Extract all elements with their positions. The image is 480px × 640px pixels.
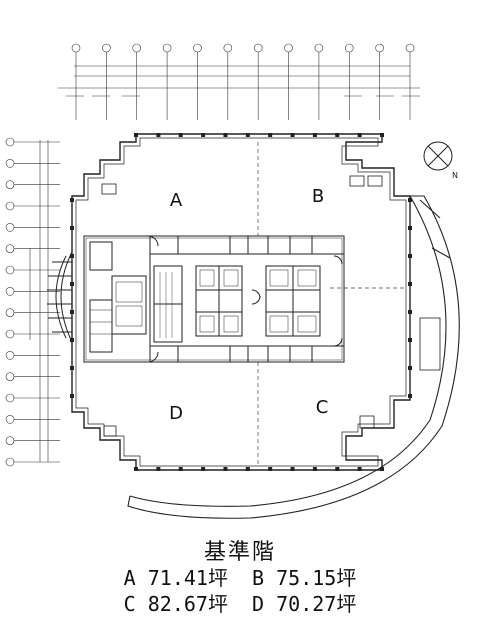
grid-bubble: [253, 43, 263, 53]
column-mark: [70, 282, 74, 286]
grid-bubble: [223, 43, 233, 53]
column-mark: [268, 467, 273, 471]
north-label: N: [452, 171, 458, 180]
grid-bubble: [162, 43, 172, 53]
column-mark: [290, 133, 295, 137]
column-mark: [357, 133, 362, 137]
area-row-cd: C 82.67坪 D 70.27坪: [123, 592, 357, 616]
column-mark: [380, 467, 384, 471]
north-arrow: N: [423, 141, 458, 180]
column-mark: [245, 133, 250, 137]
grid-bubble: [5, 372, 15, 381]
grid-bubble: [5, 329, 15, 339]
column-mark: [408, 254, 412, 258]
column-mark: [290, 467, 295, 471]
curved-balcony: [127, 195, 460, 519]
corner-shafts: [101, 175, 383, 437]
area-row-ab: A 71.41坪 B 75.15坪: [123, 566, 357, 590]
grid-bubble: [5, 351, 15, 360]
column-mark: [201, 133, 206, 137]
unit-label-d: D: [169, 403, 183, 424]
column-mark: [70, 394, 74, 398]
column-mark: [408, 198, 412, 202]
grid-bubble: [5, 137, 15, 147]
grid-bubble: [102, 43, 111, 53]
grid-bubble: [71, 43, 81, 53]
grid-bubble: [5, 244, 15, 253]
grid-bubble: [5, 287, 15, 296]
column-mark: [245, 467, 250, 471]
column-mark: [312, 467, 317, 471]
entrance-canopy: [47, 251, 73, 343]
grid-bubble: [5, 265, 15, 275]
left-grid-axes: [5, 137, 60, 467]
column-mark: [357, 467, 362, 471]
column-mark: [335, 467, 340, 471]
grid-bubble: [5, 223, 15, 232]
column-mark: [408, 226, 412, 230]
column-mark: [134, 467, 138, 471]
left-dimension-lines: [29, 140, 49, 462]
column-mark: [201, 467, 206, 471]
column-mark: [380, 133, 384, 137]
grid-bubble: [193, 43, 202, 53]
column-mark: [70, 338, 74, 342]
floor-plan-drawing: N A B C D: [5, 43, 460, 519]
tenant-division-lines: [257, 142, 406, 466]
column-mark: [268, 133, 273, 137]
grid-bubble: [405, 43, 415, 53]
grid-bubble: [5, 201, 15, 211]
grid-bubble: [284, 43, 293, 53]
column-mark: [70, 366, 74, 370]
column-mark: [70, 254, 74, 258]
grid-bubble: [5, 415, 15, 424]
top-dimension-lines: [58, 65, 420, 97]
grid-bubble: [5, 308, 15, 317]
column-mark: [335, 133, 340, 137]
unit-label-a: A: [170, 190, 183, 211]
grid-bubble: [344, 43, 354, 53]
floor-title: 基準階: [203, 540, 276, 565]
column-mark: [70, 198, 74, 202]
column-mark: [70, 310, 74, 314]
grid-bubble: [375, 43, 384, 53]
central-core: [83, 235, 345, 363]
grid-bubble: [5, 436, 15, 445]
unit-label-b: B: [312, 186, 324, 207]
column-mark: [178, 133, 183, 137]
column-mark: [312, 133, 317, 137]
perimeter-columns: [70, 133, 412, 471]
column-mark: [408, 366, 412, 370]
column-mark: [408, 394, 412, 398]
column-mark: [156, 133, 161, 137]
grid-bubble: [5, 159, 15, 168]
grid-bubble: [5, 393, 15, 403]
column-mark: [223, 467, 228, 471]
grid-bubble: [5, 457, 15, 467]
grid-bubble: [5, 180, 15, 189]
grid-bubble: [314, 43, 324, 53]
column-mark: [223, 133, 228, 137]
column-mark: [178, 467, 183, 471]
column-mark: [408, 282, 412, 286]
column-mark: [134, 133, 138, 137]
column-mark: [156, 467, 161, 471]
top-grid-axes: [71, 43, 415, 120]
column-mark: [70, 226, 74, 230]
column-mark: [408, 310, 412, 314]
grid-bubble: [132, 43, 142, 53]
unit-label-c: C: [316, 397, 329, 418]
column-mark: [408, 338, 412, 342]
